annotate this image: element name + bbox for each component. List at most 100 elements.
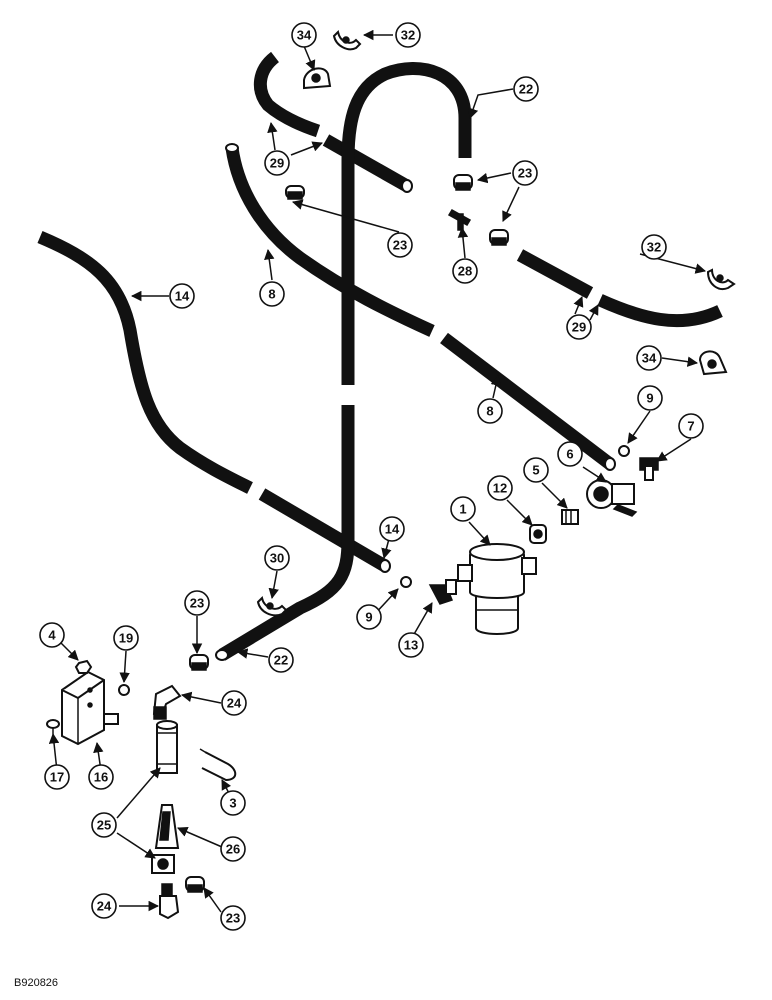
svg-text:14: 14 (175, 289, 190, 304)
svg-text:1: 1 (459, 502, 466, 517)
hose-clamp-23-c (453, 174, 473, 191)
svg-text:7: 7 (687, 419, 694, 434)
clamp-9-lower (400, 576, 412, 588)
bolt-17 (46, 719, 60, 734)
hose-29-right (516, 249, 723, 328)
callout-30: 30 (264, 545, 290, 571)
elbow-24-lower (159, 883, 180, 920)
svg-text:5: 5 (532, 463, 539, 478)
callout-4: 4 (39, 622, 65, 648)
svg-text:24: 24 (97, 899, 112, 914)
filter-assembly (457, 543, 537, 635)
svg-text:34: 34 (297, 28, 312, 43)
svg-text:25: 25 (97, 818, 111, 833)
svg-text:12: 12 (493, 481, 507, 496)
u-bolt-3 (199, 748, 237, 782)
svg-text:16: 16 (94, 770, 108, 785)
callout-8-left: 8 (259, 281, 285, 307)
callout-7: 7 (678, 413, 704, 439)
callout-29-right: 29 (566, 314, 592, 340)
callout-19: 19 (113, 625, 139, 651)
callout-1: 1 (450, 496, 476, 522)
callout-22-top: 22 (513, 76, 539, 102)
callout-26: 26 (220, 836, 246, 862)
bracket-16 (61, 670, 119, 746)
callout-9-upper: 9 (637, 385, 663, 411)
svg-text:30: 30 (270, 551, 284, 566)
callout-14-lower: 14 (379, 516, 405, 542)
callout-3: 3 (220, 790, 246, 816)
fitting-5 (561, 509, 579, 525)
callout-28: 28 (452, 258, 478, 284)
svg-text:9: 9 (646, 391, 653, 406)
svg-text:26: 26 (226, 842, 240, 857)
hose-14 (37, 231, 391, 573)
callout-24-upper: 24 (221, 690, 247, 716)
svg-text:29: 29 (270, 156, 284, 171)
callout-34-top: 34 (291, 22, 317, 48)
svg-text:32: 32 (401, 28, 415, 43)
svg-text:22: 22 (274, 653, 288, 668)
svg-text:17: 17 (50, 770, 64, 785)
callout-23-right: 23 (512, 160, 538, 186)
callout-6: 6 (557, 441, 583, 467)
svg-text:23: 23 (226, 911, 240, 926)
svg-text:34: 34 (642, 351, 657, 366)
svg-text:29: 29 (572, 320, 586, 335)
callout-9-lower: 9 (356, 604, 382, 630)
nut-4 (74, 659, 93, 674)
svg-text:14: 14 (385, 522, 400, 537)
callout-32-top: 32 (395, 22, 421, 48)
svg-text:6: 6 (566, 447, 573, 462)
coupling-25 (151, 854, 175, 874)
svg-text:8: 8 (486, 404, 493, 419)
callout-34-right: 34 (636, 345, 662, 371)
svg-text:13: 13 (404, 638, 418, 653)
pipe-25 (156, 720, 178, 774)
svg-text:22: 22 (519, 82, 533, 97)
callout-12: 12 (487, 475, 513, 501)
elbow-13 (428, 579, 457, 605)
hose-clamp-23-e (185, 876, 205, 893)
clip-30 (256, 595, 288, 617)
leader-lines (48, 29, 707, 913)
hose-clamp-23-b (489, 229, 509, 246)
callout-5: 5 (523, 457, 549, 483)
svg-text:24: 24 (227, 696, 242, 711)
callout-24-lower: 24 (91, 893, 117, 919)
elbow-24-upper (152, 684, 182, 720)
svg-text:23: 23 (518, 166, 532, 181)
svg-text:32: 32 (647, 240, 661, 255)
clip-32-right (706, 268, 736, 290)
svg-text:9: 9 (365, 610, 372, 625)
svg-text:3: 3 (229, 796, 236, 811)
hose-clamp-23-d (189, 654, 209, 671)
nipple-12 (529, 524, 547, 544)
hose-8 (225, 143, 616, 471)
svg-text:23: 23 (190, 596, 204, 611)
callout-32-right: 32 (641, 234, 667, 260)
clamp-34-right (698, 350, 728, 376)
callout-14-top: 14 (169, 283, 195, 309)
callout-8-center: 8 (477, 398, 503, 424)
svg-text:23: 23 (393, 238, 407, 253)
callout-25: 25 (91, 812, 117, 838)
callout-29-left: 29 (264, 150, 290, 176)
clamp-34-top (303, 67, 332, 90)
svg-text:8: 8 (268, 287, 275, 302)
clamp-9-upper (618, 445, 630, 457)
callout-23-left: 23 (387, 232, 413, 258)
valve-6 (586, 479, 638, 517)
callout-23-bottom: 23 (220, 905, 246, 931)
clip-32-top (332, 29, 362, 51)
callout-13: 13 (398, 632, 424, 658)
tee-28 (447, 208, 472, 231)
hose-clamp-23-a (285, 185, 305, 200)
callout-23-mid: 23 (184, 590, 210, 616)
callout-16: 16 (88, 764, 114, 790)
drawing-id-label: B920826 (14, 977, 58, 989)
callout-22-bottom: 22 (268, 647, 294, 673)
hose-22 (215, 62, 472, 661)
svg-text:4: 4 (48, 628, 56, 643)
